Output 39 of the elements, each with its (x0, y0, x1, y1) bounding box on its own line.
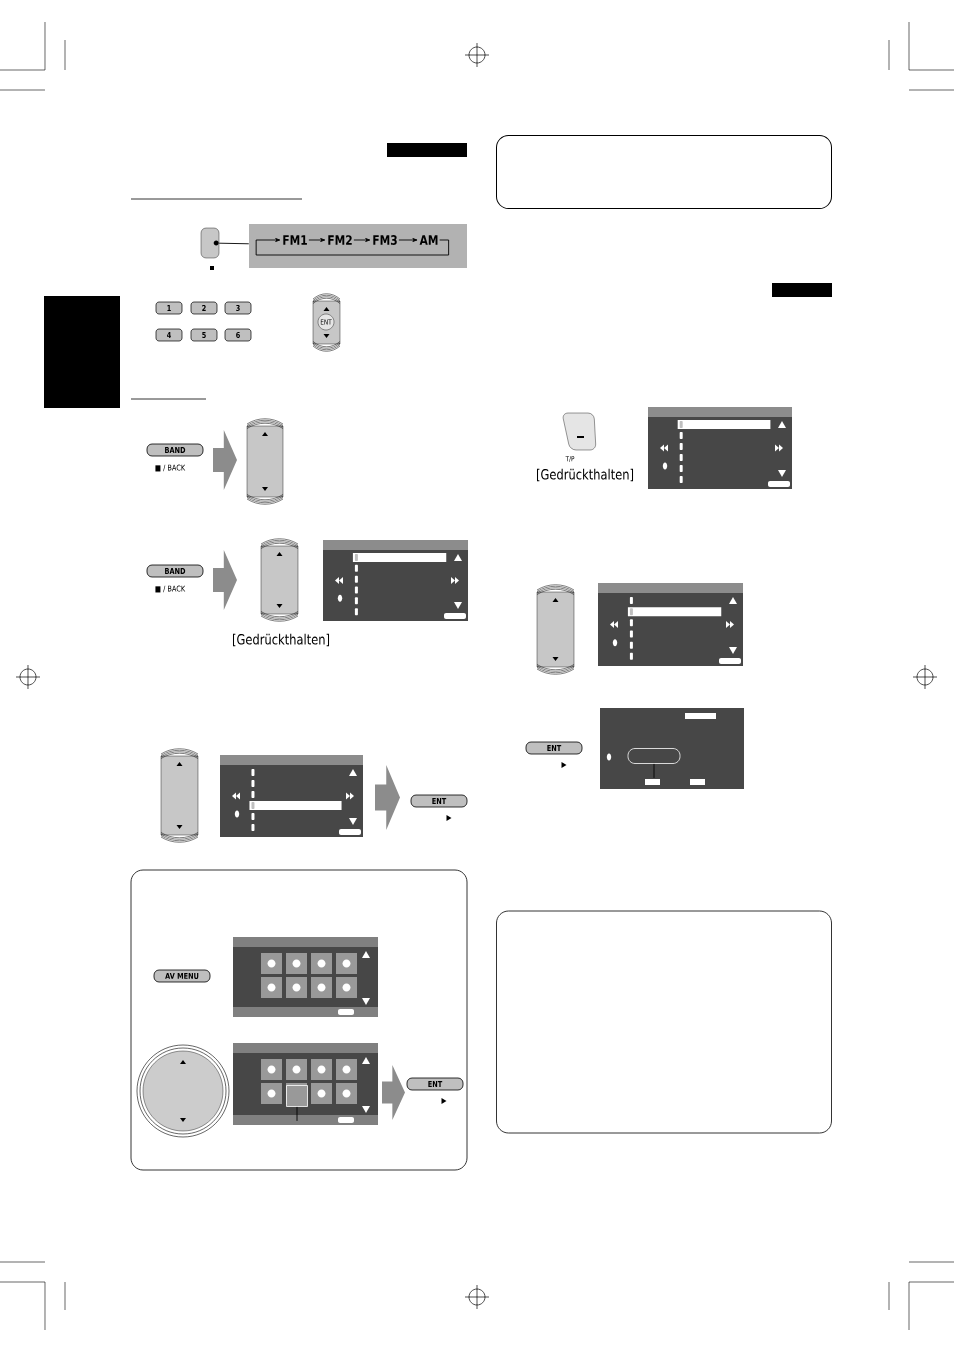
band-label: FM2 (328, 235, 352, 245)
button: BAND (146, 564, 204, 578)
label: ■ / BACK (155, 585, 186, 593)
leader-line (653, 763, 655, 779)
number-key: 3 (224, 301, 252, 315)
side-tab (44, 296, 120, 408)
info-box (130, 869, 468, 1171)
label: ▶ (446, 814, 452, 822)
info-box (496, 135, 832, 209)
highlighted-icon (286, 1085, 308, 1107)
band-label: FM1 (283, 235, 307, 245)
label: ■ / BACK (155, 464, 186, 472)
button: AV MENU (153, 969, 211, 983)
leader-line (296, 1106, 298, 1122)
number-key: 1 (155, 301, 183, 315)
info-box (496, 910, 832, 1134)
number-key: 2 (190, 301, 218, 315)
number-key: 4 (155, 328, 183, 342)
band-label: AM (419, 235, 438, 245)
arrow (255, 238, 450, 256)
number-key: 6 (224, 328, 252, 342)
band-knob (200, 227, 220, 259)
label: ▶ (561, 761, 567, 769)
band-panel (249, 224, 467, 268)
highlighted-field (627, 748, 681, 764)
heading-bar (387, 143, 467, 157)
arrow (398, 238, 418, 242)
label: [Gedrückthalten] (233, 633, 330, 647)
band-label: FM3 (373, 235, 397, 245)
label: [Gedrückthalten] (537, 468, 634, 482)
button: ENT (410, 794, 468, 808)
button: ENT (525, 741, 583, 755)
button: BAND (146, 443, 204, 457)
label: ▶ (441, 1097, 447, 1105)
arrow (353, 238, 371, 242)
button: ENT (406, 1077, 464, 1091)
heading-bar (772, 283, 832, 297)
arrow (308, 238, 326, 242)
number-key: 5 (190, 328, 218, 342)
